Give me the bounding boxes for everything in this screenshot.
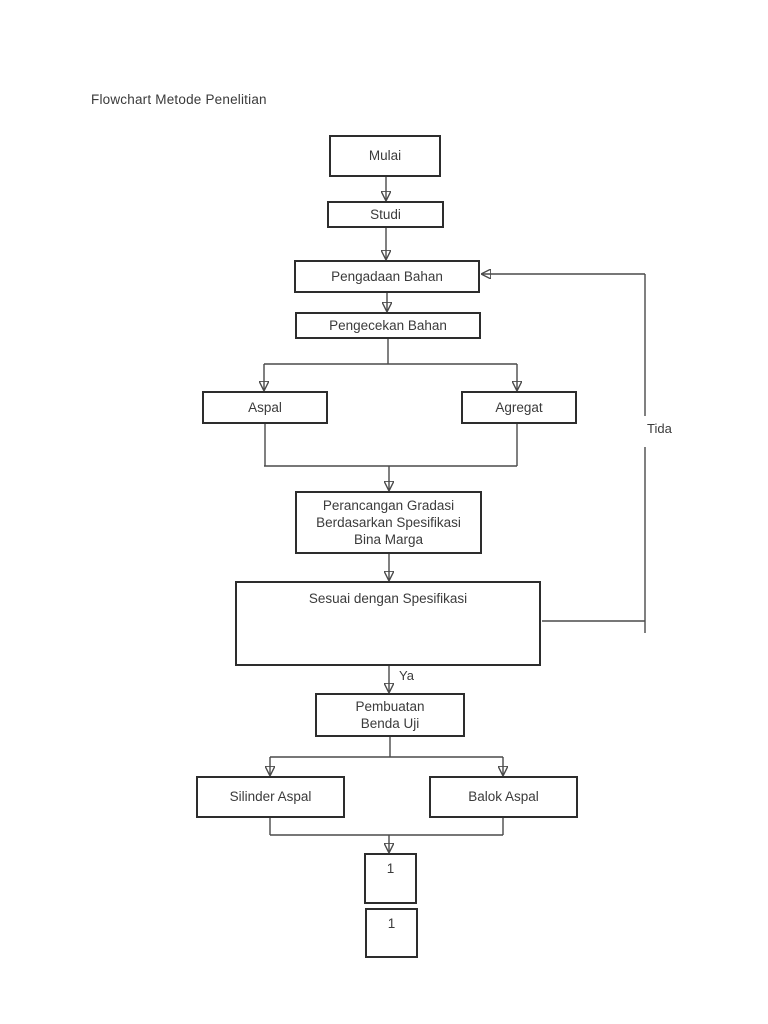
node-agregat: Agregat [461,391,577,424]
node-offpage-connector-1: 1 [364,853,417,904]
page-title: Flowchart Metode Penelitian [91,92,267,107]
node-offpage-connector-2: 1 [365,908,418,958]
edge-label-tida: Tida [647,421,672,436]
edge-label-ya: Ya [399,668,414,683]
node-pembuatan-benda-uji: Pembuatan Benda Uji [315,693,465,737]
node-silinder-aspal: Silinder Aspal [196,776,345,818]
node-mulai: Mulai [329,135,441,177]
node-pengecekan-bahan: Pengecekan Bahan [295,312,481,339]
node-sesuai-dengan-spesifikasi: Sesuai dengan Spesifikasi [235,581,541,666]
node-studi: Studi [327,201,444,228]
node-pengadaan-bahan: Pengadaan Bahan [294,260,480,293]
node-balok-aspal: Balok Aspal [429,776,578,818]
node-aspal: Aspal [202,391,328,424]
node-perancangan-gradasi: Perancangan Gradasi Berdasarkan Spesifik… [295,491,482,554]
